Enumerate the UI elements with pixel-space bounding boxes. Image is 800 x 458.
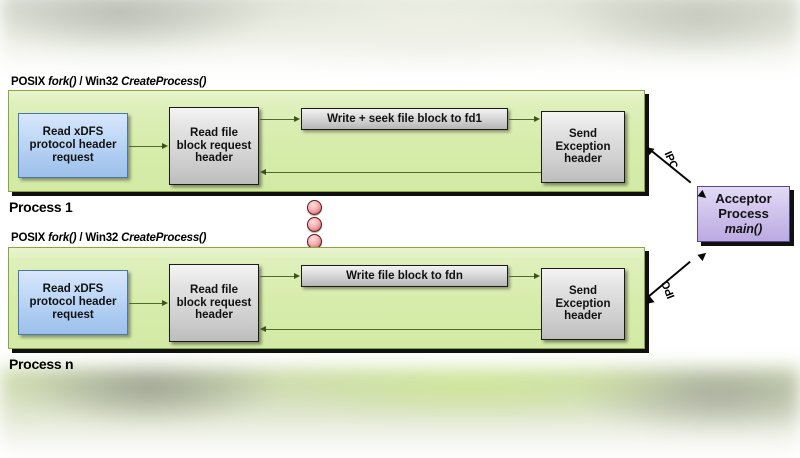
node-read-file-block-request-header-n[interactable]: Read file block request header: [169, 264, 259, 342]
connector-readheader-to-write-n: [260, 276, 295, 277]
node-label: Read file block request header: [176, 283, 252, 322]
node-label: Write + seek file block to fd1: [327, 112, 482, 125]
arrowhead-right: [294, 115, 300, 122]
acceptor-line-1: Acceptor: [715, 191, 772, 207]
node-label: Read xDFS protocol header request: [29, 283, 117, 321]
fork-label-process-n: POSIX fork() / Win32 CreateProcess(): [11, 232, 207, 244]
connector-return-sendexception-to-readheader-n: [266, 329, 541, 330]
node-write-seek-file-block-fd1[interactable]: Write + seek file block to fd1: [301, 108, 508, 130]
connector-blue-to-readheader-1: [129, 146, 163, 147]
acceptor-line-2: Process: [718, 206, 769, 221]
node-read-xdfs-request-n[interactable]: Read xDFS protocol header request: [18, 270, 128, 335]
node-label: Read file block request header: [176, 126, 252, 165]
background-blur-top: [0, 0, 800, 72]
arrowhead-left: [260, 168, 266, 175]
node-write-file-block-fdn[interactable]: Write file block to fdn: [301, 265, 508, 287]
ellipsis-dot-1: [307, 200, 322, 215]
node-label: Send Exception header: [555, 284, 611, 323]
ipc-label-upper: IPC: [661, 149, 680, 171]
node-label: Read xDFS protocol header request: [29, 126, 117, 164]
connector-write-to-sendexception-n: [509, 276, 535, 277]
node-label: Send Exception header: [555, 127, 611, 166]
connector-readheader-to-write-1: [260, 119, 295, 120]
arrowhead-right: [534, 115, 540, 122]
background-blur-bottom: [0, 368, 800, 458]
connector-return-sendexception-to-readheader-1: [266, 172, 541, 173]
node-read-xdfs-request-1[interactable]: Read xDFS protocol header request: [18, 113, 128, 178]
arrowhead-right: [162, 142, 168, 149]
arrowhead-right: [534, 272, 540, 279]
node-read-file-block-request-header-1[interactable]: Read file block request header: [169, 107, 259, 185]
arrowhead-left: [260, 325, 266, 332]
ipc-label-lower: IPC: [659, 279, 678, 301]
arrowhead-right: [294, 272, 300, 279]
arrowhead-right: [162, 299, 168, 306]
arrowhead-to-acceptor-lower: [697, 249, 709, 262]
connector-write-to-sendexception-1: [509, 119, 535, 120]
acceptor-main-fn: main(): [724, 221, 763, 236]
node-acceptor-process[interactable]: Acceptor Process main(): [697, 186, 790, 242]
ellipsis-dot-2: [307, 217, 322, 232]
fork-label-process-1: POSIX fork() / Win32 CreateProcess(): [11, 76, 207, 88]
node-send-exception-header-n[interactable]: Send Exception header: [541, 268, 625, 340]
node-label: Write file block to fdn: [346, 269, 463, 282]
node-send-exception-header-1[interactable]: Send Exception header: [541, 111, 625, 183]
process-label-n: Process n: [9, 356, 74, 372]
connector-blue-to-readheader-n: [129, 303, 163, 304]
process-label-1: Process 1: [9, 199, 73, 215]
